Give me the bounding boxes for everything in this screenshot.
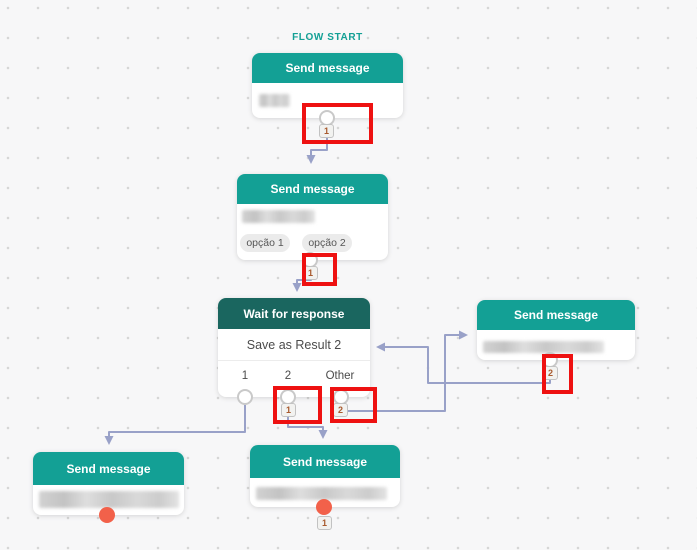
port-badge: 1 (317, 516, 332, 530)
port-badge: 1 (319, 124, 334, 138)
highlight-rect-wait-port-other (330, 387, 377, 423)
node-header: Send message (33, 452, 184, 485)
connector-c1-to-e (104, 405, 246, 445)
redacted-message-text (259, 94, 290, 107)
node-header: Wait for response (218, 298, 370, 329)
node-send-message-1[interactable]: Send message 1 (252, 53, 403, 138)
output-label-other: Other (325, 370, 355, 382)
highlight-rect-wait-port2 (273, 386, 322, 424)
save-result-label: Save as Result 2 (218, 329, 370, 361)
output-port-connected[interactable] (316, 499, 332, 515)
port-badge: 1 (281, 403, 296, 417)
output-label-2: 2 (284, 370, 292, 382)
node-send-message-4[interactable]: Send message (33, 452, 184, 523)
node-send-message-2[interactable]: Send message opção 1 opção 2 1 (237, 174, 388, 280)
highlight-rect-node1-port (302, 103, 373, 144)
option-button-2[interactable]: opção 2 (302, 234, 352, 252)
connector-a-to-b (306, 126, 328, 164)
highlight-rect-node2-port (302, 253, 337, 286)
node-send-message-3[interactable]: Send message 2 (477, 300, 635, 380)
flow-start-label: FLOW START (292, 32, 363, 43)
node-header: Send message (250, 445, 400, 478)
highlight-rect-node3-port (542, 354, 573, 394)
redacted-message-text (39, 491, 179, 508)
node-header: Send message (237, 174, 388, 204)
redacted-message-text (483, 341, 604, 353)
redacted-message-text (256, 487, 387, 500)
redacted-message-text (242, 210, 315, 223)
output-label-1: 1 (241, 370, 249, 382)
node-wait-for-response[interactable]: Wait for response Save as Result 2 1 2 O… (218, 298, 370, 417)
output-port-1[interactable] (237, 389, 253, 405)
node-send-message-5[interactable]: Send message 1 (250, 445, 400, 530)
node-header: Send message (252, 53, 403, 83)
option-button-1[interactable]: opção 1 (240, 234, 290, 252)
output-port-connected[interactable] (99, 507, 115, 523)
node-header: Send message (477, 300, 635, 330)
